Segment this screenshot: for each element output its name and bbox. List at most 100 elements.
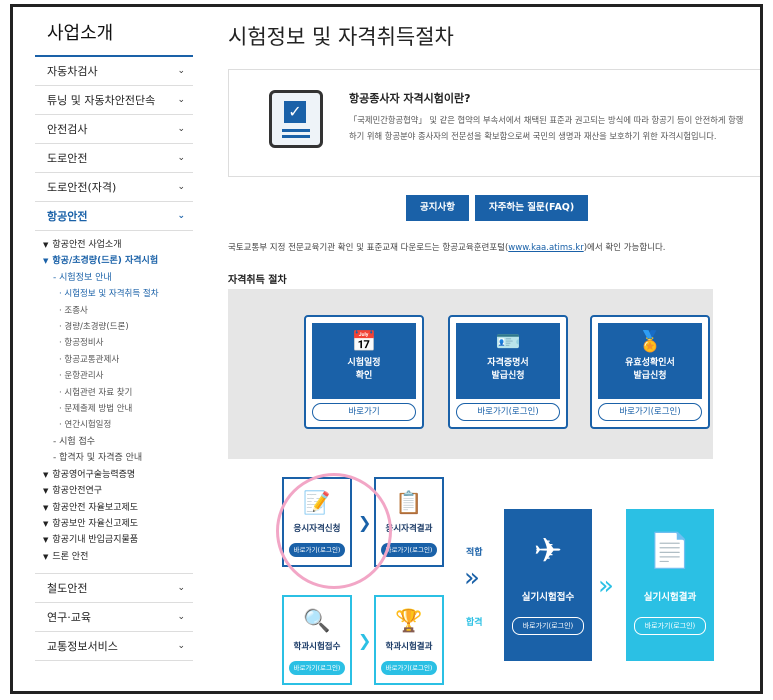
submenu-item[interactable]: ▼드론 안전 — [43, 549, 193, 565]
step-title: 실기시험접수 — [521, 592, 575, 603]
submenu-leaf[interactable]: · 문제출제 방법 안내 — [59, 404, 133, 415]
step-academic-result[interactable]: 🏆 학과시험결과 바로가기(로그인) — [374, 595, 444, 685]
submenu-item[interactable]: ▼항공영어구술능력증명 — [43, 467, 193, 483]
submenu-label: 항공기내 반입금지물품 — [52, 535, 139, 546]
triangle-down-icon: ▼ — [43, 503, 49, 512]
submenu-label: 항공/초경량(드론) 자격시험 — [52, 256, 159, 267]
page-title: 시험정보 및 자격취득절차 — [228, 25, 454, 49]
faq-button[interactable]: 자주하는 질문(FAQ) — [474, 195, 589, 221]
info-text: 「국제민간항공협약」 및 같은 협약의 부속서에서 채택된 표준과 권고되는 방… — [349, 115, 744, 141]
triangle-down-icon: ▼ — [43, 470, 49, 479]
card-title-line: 확인 — [355, 371, 373, 381]
sidebar-item-label: 항공안전 — [47, 210, 88, 223]
chevron-down-icon: ⌄ — [177, 153, 185, 163]
section-label: 자격취득 절차 — [228, 275, 287, 286]
sidebar-item-label: 도로안전 — [47, 152, 88, 165]
submenu-leaf[interactable]: · 시험관련 자료 찾기 — [59, 387, 133, 398]
submenu-label: 항공안전연구 — [52, 486, 103, 497]
step-academic[interactable]: 🔍 학과시험접수 바로가기(로그인) — [282, 595, 352, 685]
chevron-down-icon: ⌄ — [177, 641, 185, 652]
line-decoration — [282, 129, 310, 132]
submenu-item-exam-info[interactable]: - 시험정보 안내 — [53, 272, 112, 283]
step-button[interactable]: 바로가기(로그인) — [381, 543, 437, 557]
submenu-leaf[interactable]: · 항공정비사 — [59, 338, 104, 349]
sidebar-item-aviation-safety[interactable]: 항공안전⌄ — [35, 202, 193, 231]
info-heading: 항공종사자 자격시험이란? — [349, 92, 471, 105]
submenu-leaf[interactable]: · 시험정보 및 자격취득 절차 — [59, 289, 159, 300]
sidebar-item-label: 연구·교육 — [47, 611, 91, 625]
document-alert-icon: 📄 — [648, 531, 692, 571]
step-button[interactable]: 바로가기(로그인) — [634, 617, 706, 635]
line-decoration — [282, 135, 310, 138]
step-button[interactable]: 바로가기(로그인) — [512, 617, 584, 635]
chevron-down-icon: ⌄ — [177, 612, 185, 623]
submenu-item[interactable]: - 시험 접수 — [53, 436, 96, 447]
notice-button[interactable]: 공지사항 — [406, 195, 469, 221]
sidebar: 사업소개 자동차검사⌄ 튜닝 및 자동차안전단속⌄ 안전검사⌄ 도로안전 ⌄ 도로… — [35, 13, 193, 662]
card-go-button[interactable]: 바로가기(로그인) — [598, 403, 702, 421]
sidebar-item-railway[interactable]: 철도안전 ⌄ — [35, 573, 193, 604]
sidebar-item-road-safety-license[interactable]: 도로안전(자격)⌄ — [35, 173, 193, 202]
step-button[interactable]: 바로가기(로그인) — [381, 661, 437, 675]
submenu-leaf[interactable]: · 조종사 — [59, 305, 88, 316]
chevron-down-icon: ⌄ — [177, 124, 185, 134]
step-title: 실기시험결과 — [643, 592, 697, 603]
step-practical-result[interactable]: 📄 실기시험결과 바로가기(로그인) — [626, 509, 714, 661]
submenu-item[interactable]: ▼항공안전 사업소개 — [43, 237, 193, 253]
sidebar-item-label: 철도안전 — [47, 582, 88, 596]
submenu-label: 항공영어구술능력증명 — [52, 469, 136, 480]
airplane-clock-icon: ✈ — [533, 531, 563, 571]
info-box: ✓ 항공종사자 자격시험이란? 「국제민간항공협약」 및 같은 협약의 부속서에… — [228, 69, 760, 177]
step-button[interactable]: 바로가기(로그인) — [289, 661, 345, 675]
sidebar-item-tuning[interactable]: 튜닝 및 자동차안전단속⌄ — [35, 86, 193, 115]
submenu-item[interactable]: ▼항공안전 자율보고제도 — [43, 500, 193, 516]
submenu-leaf[interactable]: · 항공교통관제사 — [59, 354, 120, 365]
calendar-icon: 📅 — [351, 329, 377, 353]
card-go-button[interactable]: 바로가기 — [312, 403, 416, 421]
chevron-down-icon: ⌄ — [177, 583, 185, 594]
step-title: 학과시험결과 — [385, 642, 433, 652]
button-group: 공지사항 자주하는 질문(FAQ) — [406, 195, 589, 221]
submenu-item[interactable]: ▼항공안전연구 — [43, 483, 193, 499]
chevron-down-icon: ⌄ — [177, 95, 185, 105]
submenu-label: 항공안전 자율보고제도 — [52, 502, 139, 513]
sidebar-item-traffic-info[interactable]: 교통정보서비스⌄ — [35, 632, 193, 662]
sidebar-item-research[interactable]: 연구·교육 ⌄ — [35, 603, 193, 633]
chevron-down-icon: ⌄ — [177, 66, 185, 76]
id-card-icon: 🪪 — [495, 329, 521, 353]
card-go-button[interactable]: 바로가기(로그인) — [456, 403, 560, 421]
triangle-down-icon: ▼ — [43, 487, 49, 496]
step-title: 응시자격결과 — [385, 524, 433, 534]
sidebar-title: 사업소개 — [35, 13, 193, 57]
test-trophy-icon: 🏆 — [395, 609, 423, 634]
sidebar-item-car-inspection[interactable]: 자동차검사⌄ — [35, 57, 193, 86]
submenu-item[interactable]: ▼항공보안 자율신고제도 — [43, 516, 193, 532]
chevron-down-icon: ⌄ — [177, 182, 185, 192]
submenu-leaf[interactable]: · 경량/초경량(드론) — [59, 322, 129, 333]
aviation-submenu: ▼항공안전 사업소개 ▼항공/초경량(드론) 자격시험 - 시험정보 안내 · … — [35, 231, 193, 567]
pass-label: 적합 — [466, 548, 483, 558]
card-title-line: 자격증명서 — [487, 358, 529, 368]
submenu-item[interactable]: ▼항공기내 반입금지물품 — [43, 532, 193, 548]
portal-link[interactable]: www.kaa.atims.kr — [508, 243, 584, 253]
clock-search-icon: 🔍 — [303, 609, 331, 634]
arrow-right-icon: ❯ — [358, 631, 372, 650]
step-practical[interactable]: ✈ 실기시험접수 바로가기(로그인) — [504, 509, 592, 661]
submenu-item[interactable]: - 합격자 및 자격증 안내 — [53, 453, 143, 464]
step-title: 학과시험접수 — [293, 642, 341, 652]
submenu-leaf[interactable]: · 연간시험일정 — [59, 420, 112, 431]
submenu-item-drone-exam[interactable]: ▼항공/초경량(드론) 자격시험 — [43, 253, 193, 269]
double-arrow-right-icon: » — [464, 563, 480, 593]
sidebar-item-road-safety[interactable]: 도로안전 ⌄ — [35, 144, 193, 173]
submenu-leaf[interactable]: · 운항관리사 — [59, 371, 104, 382]
card-title-line: 시험일정 — [347, 358, 381, 368]
sidebar-item-safety-inspection[interactable]: 안전검사⌄ — [35, 115, 193, 144]
